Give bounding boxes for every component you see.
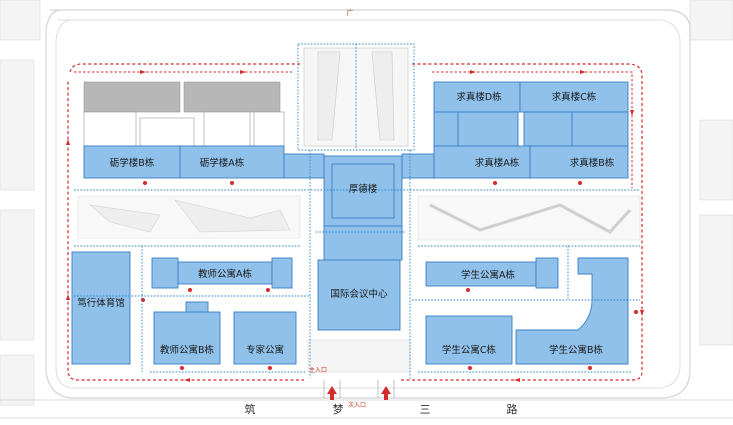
label-qiuzhen-a: 求真楼A栋 xyxy=(475,157,520,169)
connector-west xyxy=(283,153,325,179)
pedestrian-paths xyxy=(74,43,640,380)
top-road-label: 广 xyxy=(347,8,354,17)
label-student-a: 学生公寓A栋 xyxy=(461,269,515,281)
entrance-main-arrow-icon[interactable] xyxy=(327,386,337,400)
building-qiuzhen-d[interactable] xyxy=(433,81,521,113)
label-conference: 国际会议中心 xyxy=(330,288,388,300)
qiuzhen-mid xyxy=(457,111,519,147)
entrances: 主入口 次入口 xyxy=(304,366,395,409)
building-gym[interactable] xyxy=(71,251,131,365)
label-teacher-a: 教师公寓A栋 xyxy=(198,268,252,280)
qiuzhen-mid-west xyxy=(433,111,459,147)
label-qiuzhen-c: 求真楼C栋 xyxy=(552,91,597,103)
road-char-4: 路 xyxy=(507,403,518,416)
road-char-1: 筑 xyxy=(245,402,256,416)
student-a-ext xyxy=(535,257,559,289)
qiuzhen-mid-far xyxy=(571,111,629,147)
label-qiuzhen-b: 求真楼B栋 xyxy=(570,157,615,169)
gray-buildings xyxy=(83,81,285,147)
building-qiuzhen-a[interactable] xyxy=(433,145,531,179)
connector-east xyxy=(401,153,435,179)
entrance-secondary-arrow-icon[interactable] xyxy=(381,386,391,400)
label-student-c: 学生公寓C栋 xyxy=(442,344,497,356)
conference-link xyxy=(323,225,403,261)
qiuzhen-mid-east xyxy=(523,111,573,147)
entrance-secondary-label: 次入口 xyxy=(348,401,366,409)
teacher-a-ext2 xyxy=(271,257,293,289)
label-expert: 专家公寓 xyxy=(246,344,284,356)
building-houde[interactable] xyxy=(323,155,403,227)
houde-inner xyxy=(331,163,395,219)
entrance-main-label: 主入口 xyxy=(309,366,327,374)
road-char-2: 梦 xyxy=(333,403,344,416)
building-qiuzhen-c[interactable] xyxy=(519,81,629,113)
label-houde: 厚德楼 xyxy=(349,183,378,195)
blue-buildings xyxy=(71,81,629,365)
label-qiuzhen-d: 求真楼D栋 xyxy=(456,91,502,103)
building-labels: 砺学楼B栋 砺学楼A栋 厚德楼 求真楼D栋 求真楼C栋 求真楼A栋 求真楼B栋 … xyxy=(77,91,615,356)
label-gym: 笃行体育馆 xyxy=(77,297,125,309)
building-qiuzhen-b[interactable] xyxy=(529,145,629,179)
building-expert[interactable] xyxy=(233,311,297,365)
vehicle-route xyxy=(66,63,644,382)
teacher-b-link xyxy=(185,301,209,313)
road-char-3: 三 xyxy=(420,403,431,416)
label-teacher-b: 教师公寓B栋 xyxy=(160,344,215,356)
building-teacher-b[interactable] xyxy=(153,311,221,365)
building-student-c[interactable] xyxy=(425,315,513,365)
building-zhexue-b[interactable] xyxy=(83,145,181,179)
building-student-a[interactable] xyxy=(425,261,537,287)
teacher-a-ext xyxy=(151,257,179,289)
label-zhexue-b: 砺学楼B栋 xyxy=(110,157,155,169)
label-student-b: 学生公寓B栋 xyxy=(549,344,604,356)
building-conference[interactable] xyxy=(317,259,401,331)
bottom-road-name: 筑 梦 三 路 xyxy=(245,402,518,416)
building-zhexue-a[interactable] xyxy=(179,145,285,179)
label-zhexue-a: 砺学楼A栋 xyxy=(200,157,245,169)
